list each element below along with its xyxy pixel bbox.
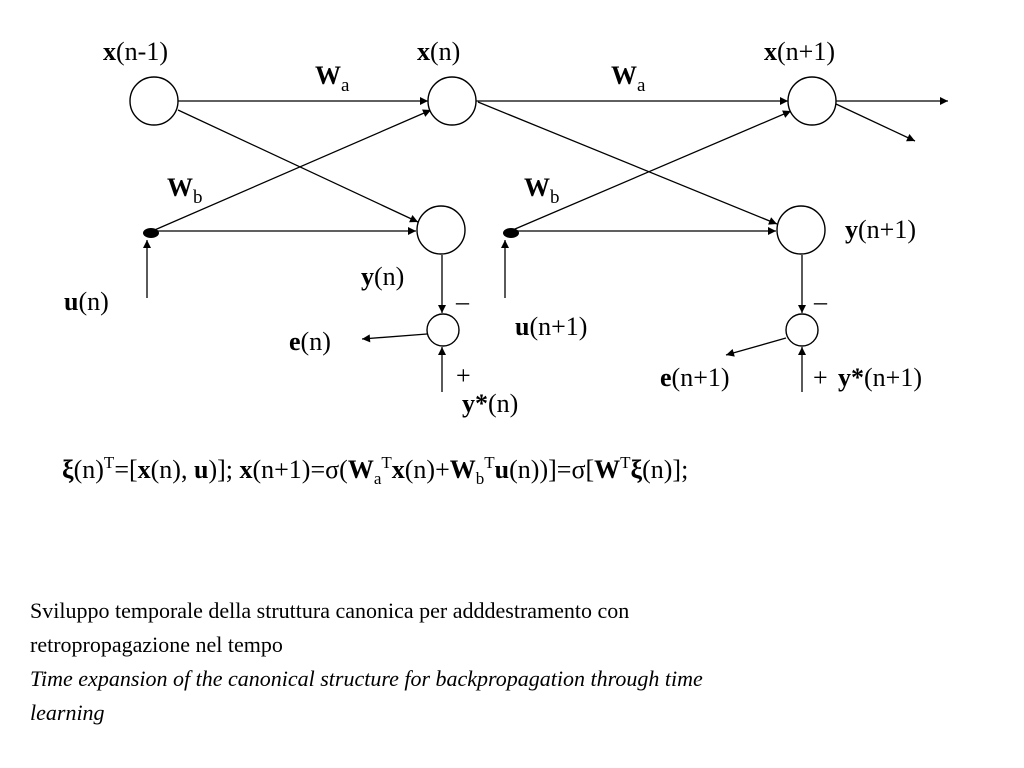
caption-italian: Sviluppo temporale della struttura canon… bbox=[30, 594, 990, 662]
label-ystar-n: y*(n) bbox=[462, 389, 518, 418]
node-x-n-plus-1 bbox=[787, 76, 837, 126]
label-wb-2: Wb bbox=[524, 173, 560, 208]
nodes bbox=[129, 76, 837, 347]
equation: ξ(n)T=[x(n), u)]; x(n+1)=σ(WaTx(n)+WbTu(… bbox=[62, 453, 688, 488]
node-y-n-plus-1 bbox=[776, 205, 826, 255]
edge-wb-2 bbox=[507, 110, 792, 233]
label-x-n-minus-1: x(n-1) bbox=[103, 37, 168, 66]
edges bbox=[143, 97, 948, 392]
edge-out-2 bbox=[835, 103, 916, 142]
node-x-n-minus-1 bbox=[129, 76, 179, 126]
label-y-n: y(n) bbox=[361, 262, 404, 291]
node-sum-n bbox=[426, 313, 460, 347]
node-sum-n-plus-1 bbox=[785, 313, 819, 347]
caption: Sviluppo temporale della struttura canon… bbox=[30, 594, 990, 730]
caption-english: Time expansion of the canonical structur… bbox=[30, 662, 990, 730]
edge-wb-1 bbox=[149, 109, 432, 233]
caption-italian-line-2: retropropagazione nel tempo bbox=[30, 632, 283, 657]
label-y-n-plus-1: y(n+1) bbox=[845, 215, 916, 244]
label-x-n: x(n) bbox=[417, 37, 460, 66]
caption-english-line-2: learning bbox=[30, 700, 105, 725]
edge-sum-to-e-1 bbox=[361, 333, 428, 343]
labels: x(n-1) x(n) x(n+1) Wa Wa Wb Wb y(n) y(n+… bbox=[64, 37, 922, 418]
sign-plus-n-plus-1: + bbox=[813, 363, 828, 392]
label-e-n-plus-1: e(n+1) bbox=[660, 363, 730, 392]
node-y-n bbox=[416, 205, 466, 255]
sign-minus-n-plus-1: – bbox=[813, 287, 828, 316]
caption-english-line-1: Time expansion of the canonical structur… bbox=[30, 666, 703, 691]
label-x-n-plus-1: x(n+1) bbox=[764, 37, 835, 66]
sign-minus-n: – bbox=[455, 287, 470, 316]
node-x-n bbox=[427, 76, 477, 126]
edge-x-to-y-2 bbox=[477, 101, 778, 225]
input-dot-n bbox=[143, 228, 159, 238]
label-wa-1: Wa bbox=[315, 61, 350, 96]
label-wb-1: Wb bbox=[167, 173, 203, 208]
input-dot-n-plus-1 bbox=[503, 228, 519, 238]
sign-plus-n: + bbox=[456, 361, 471, 390]
label-wa-2: Wa bbox=[611, 61, 646, 96]
label-u-n-plus-1: u(n+1) bbox=[515, 312, 587, 341]
edge-sum-to-e-2 bbox=[725, 337, 787, 357]
edge-x-to-y-1 bbox=[177, 109, 419, 223]
label-ystar-n-plus-1: y*(n+1) bbox=[838, 363, 922, 392]
label-e-n: e(n) bbox=[289, 327, 331, 356]
label-u-n: u(n) bbox=[64, 287, 109, 316]
caption-italian-line-1: Sviluppo temporale della struttura canon… bbox=[30, 598, 630, 623]
